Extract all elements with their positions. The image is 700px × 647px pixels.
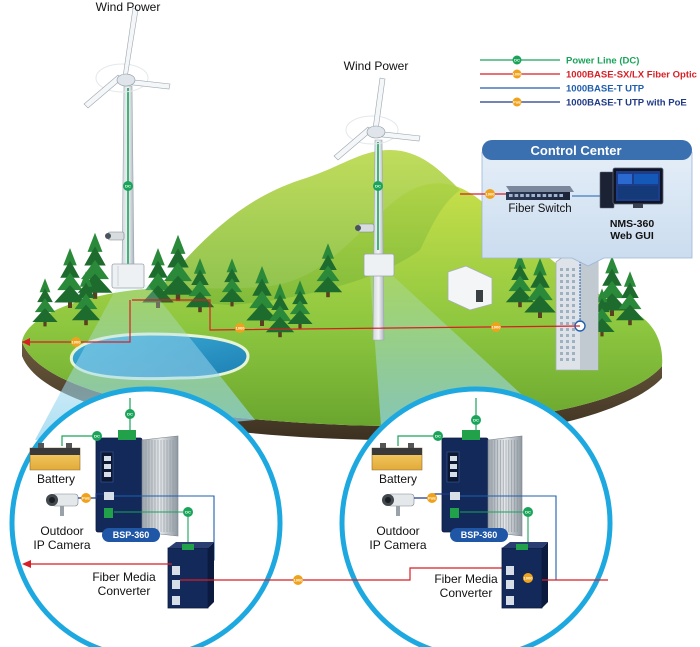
legend-badge — [512, 55, 522, 65]
nms-360-sublabel: Web GUI — [610, 230, 654, 242]
fiber-badge-right-text: 1000 — [492, 325, 502, 330]
left-dc-top-text: DC — [127, 412, 133, 417]
legend-label: 1000BASE-T UTP — [566, 84, 645, 95]
nms-360-label: NMS-360 — [610, 218, 655, 230]
tree — [219, 258, 245, 307]
fiber-switch-label: Fiber Switch — [508, 203, 571, 215]
left-dc-battery-text: DC — [94, 434, 100, 439]
tree — [615, 271, 645, 326]
fiber-switch-icon — [506, 186, 574, 200]
left-media-converter-icon — [167, 542, 214, 609]
nms-360-icon — [599, 167, 664, 209]
left-camera-icon — [46, 493, 79, 516]
legend-label: Power Line (DC) — [566, 56, 639, 67]
tree — [71, 271, 101, 326]
legend-badge — [512, 69, 522, 79]
right-bsp-label: BSP-360 — [461, 530, 498, 540]
wind-power-title-right: Wind Power — [344, 59, 409, 73]
tree — [32, 278, 58, 327]
right-converter-label-1: Fiber Media — [434, 572, 498, 586]
right-scene: DC BSP-360 DC Battery — [369, 398, 608, 609]
fiber-badge-right — [491, 322, 501, 332]
tree — [265, 283, 295, 338]
right-camera-label-2: IP Camera — [369, 538, 426, 552]
pole-camera-left — [105, 231, 125, 241]
right-camera-label-1: Outdoor — [376, 524, 419, 538]
right-converter-label-2: Converter — [440, 586, 493, 600]
fiber-badge-mid — [235, 323, 245, 333]
legend-label: 1000BASE-SX/LX Fiber Optic — [566, 70, 697, 81]
fiber-badge-bottom-text: 1000 — [294, 578, 304, 583]
control-center: Control Center 1000 Fiber Switch NMS-360… — [460, 140, 693, 267]
left-poe-badge-text: PoE — [82, 496, 90, 501]
fiber-badge-left — [71, 337, 81, 347]
cc-fiber-badge — [485, 189, 495, 199]
left-battery-label: Battery — [37, 472, 75, 486]
left-converter-label-2: Converter — [98, 584, 151, 598]
tree — [313, 243, 343, 298]
right-dc-top-text: DC — [473, 418, 479, 423]
right-battery-icon — [371, 443, 423, 471]
legend-badge-text: 1000 — [513, 71, 523, 76]
wind-turbine-left: Wind Power — [83, 0, 171, 271]
tree — [160, 234, 196, 301]
left-bsp-device: BSP-360 — [95, 430, 179, 542]
right-bsp-device: BSP-360 — [441, 430, 523, 542]
wind-turbine-right: Wind Power — [333, 59, 421, 341]
legend-badge-text: PoE — [513, 99, 521, 104]
pole-camera-right — [355, 223, 375, 233]
legend: DC Power Line (DC) 1000 1000BASE-SX/LX Fibe… — [480, 55, 697, 109]
tree — [54, 248, 86, 308]
wind-power-title-left: Wind Power — [96, 0, 161, 14]
right-fiber-badge-text: 1000 — [524, 576, 534, 581]
left-scene: DC BSP-360 DC Battery — [22, 398, 215, 609]
left-bsp-label: BSP-360 — [113, 530, 150, 540]
right-dc-battery-text: DC — [435, 434, 441, 439]
left-camera-label-1: Outdoor — [40, 524, 83, 538]
left-battery-icon — [29, 443, 81, 471]
dc-badge-right-tower — [373, 181, 383, 191]
right-camera-icon — [382, 493, 415, 516]
pole-enclosure-left — [111, 263, 145, 289]
left-converter-label-1: Fiber Media — [92, 570, 156, 584]
cc-fiber-badge-text: 1000 — [486, 192, 496, 197]
dc-badge-right-tower-text: DC — [375, 184, 381, 189]
right-dc-conv-text: DC — [525, 510, 531, 515]
left-camera-label-2: IP Camera — [33, 538, 90, 552]
fiber-badge-mid-text: 1000 — [236, 326, 246, 331]
control-center-title: Control Center — [531, 143, 622, 158]
fiber-badge-left-text: 1000 — [72, 340, 82, 345]
shed — [447, 265, 493, 311]
tree — [246, 266, 278, 326]
right-media-converter-icon — [501, 542, 548, 609]
pole-enclosure-right — [363, 253, 395, 277]
fiber-badge-bottom — [293, 575, 303, 585]
legend-badge — [512, 97, 522, 107]
trees — [32, 232, 645, 338]
legend-label: 1000BASE-T UTP with PoE — [566, 98, 687, 109]
tree — [524, 258, 556, 318]
legend-badge-text: DC — [514, 57, 520, 62]
dc-badge-left-tower — [123, 181, 133, 191]
tree — [185, 258, 215, 313]
left-dc-conv-text: DC — [185, 510, 191, 515]
tree — [287, 280, 313, 329]
right-poe-badge-text: PoE — [428, 496, 436, 501]
tree — [505, 253, 535, 308]
right-battery-label: Battery — [379, 472, 417, 486]
dc-badge-left-tower-text: DC — [125, 184, 131, 189]
control-center-header — [482, 140, 692, 160]
building — [555, 249, 599, 371]
